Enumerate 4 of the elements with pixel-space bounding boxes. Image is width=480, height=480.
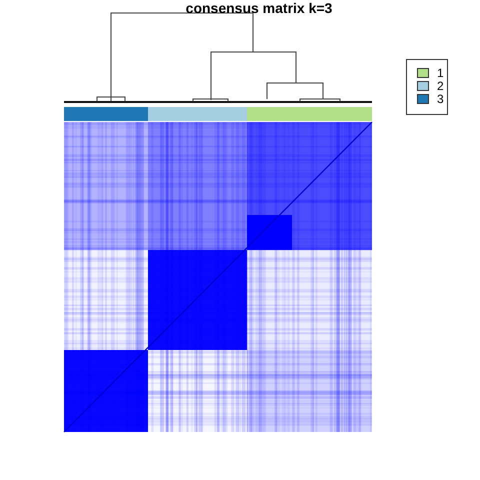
chart-title: consensus matrix k=3 — [184, 0, 334, 16]
legend-label: 1 — [437, 66, 444, 78]
legend-label: 2 — [437, 80, 444, 92]
legend-label: 3 — [437, 92, 444, 104]
